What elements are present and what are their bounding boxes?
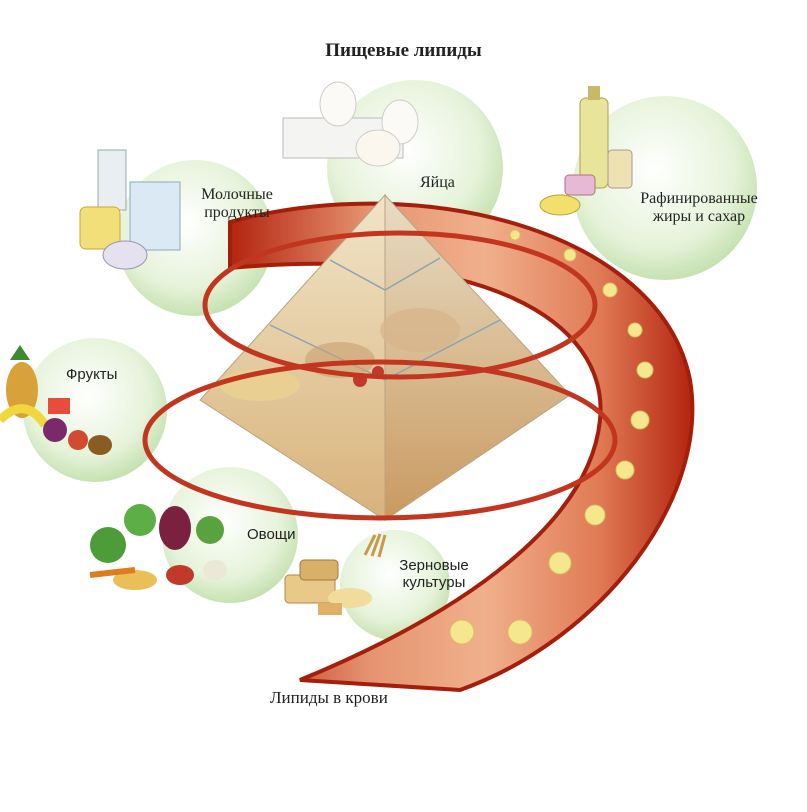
vegetables-image	[89, 504, 227, 590]
fruits-bubble	[23, 338, 167, 482]
label-vegetables: Овощи	[247, 526, 296, 543]
orbit-rings	[142, 230, 618, 521]
refined-bubble	[573, 96, 757, 280]
label-dairy: Молочные продукты	[201, 186, 273, 222]
fruits-image	[0, 345, 112, 455]
label-blood-lipids: Липиды в крови	[270, 688, 388, 707]
label-eggs: Яйца	[420, 174, 455, 191]
grains-image	[284, 533, 387, 615]
label-refined-fats: Рафинированные жиры и сахар	[640, 190, 758, 226]
blood-vessel	[228, 201, 695, 693]
label-fruits: Фрукты	[66, 366, 118, 383]
grains-bubble	[340, 530, 450, 640]
label-grains: Зерновые культуры	[399, 557, 469, 592]
food-pyramid	[199, 193, 571, 521]
vegetables-bubble	[162, 467, 298, 603]
refined-fats-image	[539, 86, 633, 216]
dairy-products-image	[79, 149, 181, 270]
diagram-title: Пищевые липиды	[325, 40, 482, 61]
eggs-image	[282, 81, 419, 167]
